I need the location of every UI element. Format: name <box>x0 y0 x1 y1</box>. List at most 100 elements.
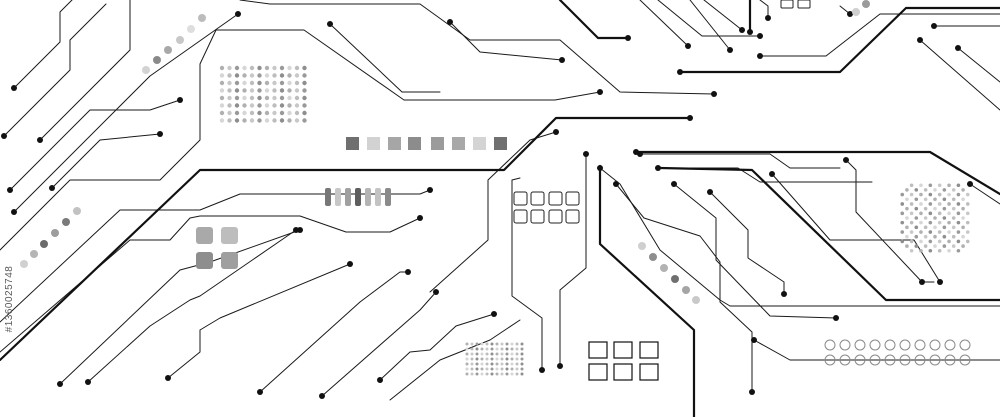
matrix-dot <box>919 248 923 253</box>
matrix-dot <box>219 118 225 123</box>
matrix-dot <box>287 80 292 86</box>
matrix-dot <box>302 110 307 116</box>
matrix-dot <box>234 65 240 71</box>
matrix-dot <box>257 110 262 116</box>
matrix-dot <box>947 239 951 244</box>
pad <box>49 185 55 191</box>
pad <box>751 337 757 343</box>
matrix-dot <box>928 248 933 253</box>
trace <box>0 189 431 323</box>
matrix-dot <box>933 216 937 220</box>
matrix-dot <box>470 352 474 356</box>
pad <box>491 311 497 317</box>
trace <box>239 0 715 95</box>
matrix-dot <box>485 362 489 366</box>
matrix-dot <box>923 206 928 211</box>
matrix-dot <box>272 80 277 86</box>
watermark-stock-id: #1360025748 <box>4 265 15 333</box>
matrix-dot <box>219 95 225 101</box>
bus-trace <box>558 0 630 40</box>
pad <box>597 165 603 171</box>
matrix-dot <box>923 188 928 192</box>
trace <box>957 47 1000 83</box>
matrix-dot <box>227 95 232 101</box>
matrix-ring <box>944 354 956 366</box>
matrix-dot <box>294 95 300 101</box>
matrix-dot <box>495 372 499 376</box>
chip-outline-grid-small <box>513 191 580 224</box>
matrix-dot <box>510 347 514 351</box>
matrix-dot <box>249 103 255 108</box>
matrix-dot <box>919 192 923 197</box>
matrix-dot <box>272 118 277 123</box>
matrix-dot <box>520 367 524 371</box>
matrix-dot <box>272 65 277 71</box>
matrix-dot <box>942 188 947 192</box>
matrix-dot <box>965 192 970 197</box>
matrix-dot <box>951 206 956 211</box>
matrix-dot <box>470 367 474 371</box>
matrix-dot <box>914 234 919 239</box>
pad <box>655 165 661 171</box>
matrix-dot <box>505 352 509 356</box>
matrix-dot <box>227 65 232 71</box>
matrix-dot <box>257 103 262 108</box>
matrix-dot <box>279 118 285 123</box>
matrix-dot <box>272 88 277 93</box>
matrix-dot <box>227 103 232 108</box>
trace <box>759 13 1000 57</box>
matrix-dot <box>219 110 225 116</box>
matrix-dot <box>287 110 292 116</box>
matrix-dot <box>937 211 942 216</box>
matrix-dot <box>475 372 479 376</box>
matrix-dot <box>294 103 300 108</box>
matrix-dot <box>965 211 970 216</box>
matrix-dot <box>495 357 499 361</box>
trace <box>167 263 351 379</box>
trace <box>639 0 689 47</box>
matrix-ring <box>884 339 896 351</box>
matrix-dot <box>234 118 240 123</box>
matrix-dot <box>510 342 514 346</box>
matrix-dot <box>909 230 914 234</box>
trace <box>759 0 769 19</box>
matrix-dot <box>933 244 937 248</box>
pad <box>917 37 923 43</box>
matrix-dot <box>956 211 961 216</box>
matrix-dot <box>947 202 951 206</box>
matrix-dot <box>933 234 937 239</box>
matrix-dot <box>302 80 307 86</box>
pad <box>677 69 683 75</box>
matrix-dot <box>961 244 965 248</box>
matrix-dot <box>302 65 307 71</box>
matrix-dot <box>480 362 484 366</box>
matrix-dot <box>249 88 255 93</box>
matrix-dot <box>490 367 494 371</box>
matrix-dot <box>928 192 933 197</box>
pad <box>747 29 753 35</box>
matrix-dot <box>279 88 285 93</box>
matrix-dot <box>905 244 909 248</box>
matrix-ring <box>854 354 866 366</box>
matrix-dot <box>951 234 956 239</box>
matrix-dot <box>257 73 262 78</box>
matrix-dot <box>961 234 965 239</box>
matrix-dot <box>520 372 524 376</box>
trace <box>329 23 441 93</box>
matrix-dot <box>909 211 914 216</box>
matrix-dot <box>520 362 524 366</box>
matrix-dot <box>242 110 247 116</box>
matrix-dot <box>515 372 519 376</box>
matrix-dot <box>942 197 947 202</box>
matrix-dot <box>505 367 509 371</box>
pad <box>687 115 693 121</box>
matrix-dot <box>942 216 947 220</box>
matrix-dot <box>495 352 499 356</box>
pad <box>843 157 849 163</box>
trace <box>771 173 941 283</box>
trace <box>3 3 107 137</box>
pad <box>757 33 763 39</box>
